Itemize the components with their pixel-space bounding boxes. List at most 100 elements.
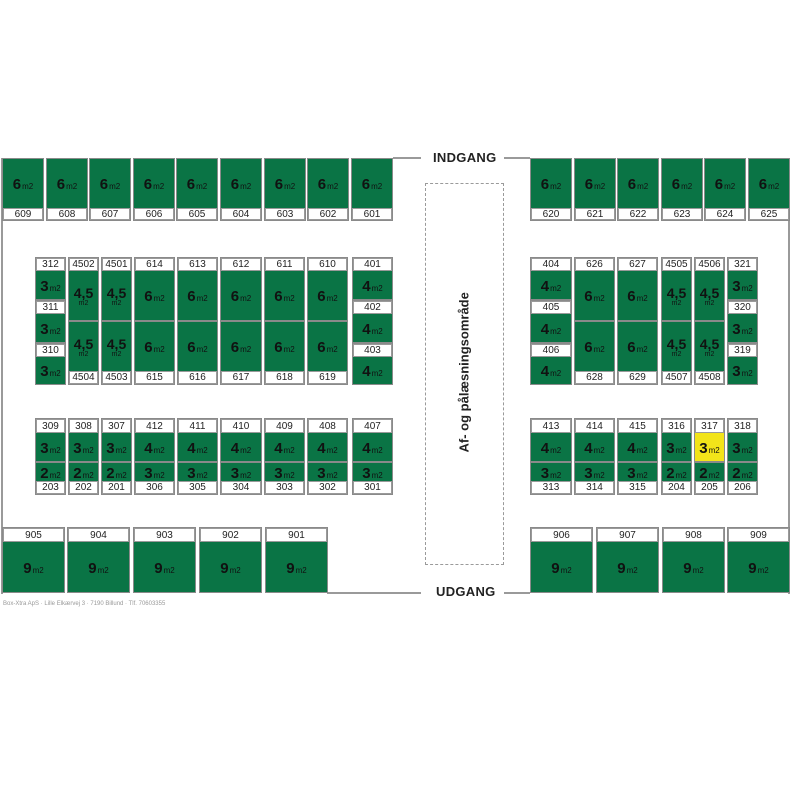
unit-number: 414 (575, 419, 614, 433)
unit-number: 204 (662, 481, 691, 494)
unit-number: 4508 (695, 371, 724, 384)
unit-number: 310 (36, 344, 65, 357)
unit-number: 308 (69, 419, 98, 433)
unit-number: 309 (36, 419, 65, 433)
unit-number: 901 (266, 528, 327, 542)
unit-number: 904 (68, 528, 129, 542)
unit-number: 314 (575, 481, 614, 494)
loading-area-label: Af- og pålæsningsområde (456, 292, 472, 453)
unit-number: 906 (531, 528, 592, 542)
unit-number: 401 (353, 258, 392, 271)
unit-number: 202 (69, 481, 98, 494)
unit-number: 907 (597, 528, 658, 542)
unit-number: 312 (36, 258, 65, 271)
unit-number: 609 (3, 208, 43, 220)
unit-number: 628 (575, 371, 614, 384)
unit-number: 404 (531, 258, 571, 271)
unit-number: 409 (265, 419, 304, 433)
wall-bottom-left (327, 592, 421, 594)
unit-number: 4507 (662, 371, 691, 384)
unit-number: 4503 (102, 371, 131, 384)
unit-number: 305 (178, 481, 217, 494)
unit-number: 616 (178, 371, 217, 384)
wall-left (1, 158, 3, 594)
unit-number: 606 (134, 208, 174, 220)
unit-number: 604 (221, 208, 261, 220)
exit-label: UDGANG (436, 584, 496, 599)
unit-number: 320 (728, 301, 757, 314)
unit-number: 402 (353, 301, 392, 314)
unit-number: 206 (728, 481, 757, 494)
unit-number: 406 (531, 344, 571, 357)
unit-number: 408 (308, 419, 347, 433)
unit-number: 318 (728, 419, 757, 433)
unit-number: 902 (200, 528, 261, 542)
unit-number: 618 (265, 371, 304, 384)
unit-number: 615 (135, 371, 174, 384)
unit-number: 304 (221, 481, 261, 494)
unit-number: 905 (3, 528, 64, 542)
unit-number: 629 (618, 371, 657, 384)
unit-number: 614 (135, 258, 174, 271)
unit-number: 302 (308, 481, 347, 494)
unit-number: 411 (178, 419, 217, 433)
unit-number: 4501 (102, 258, 131, 271)
wall-bottom-right (504, 592, 530, 594)
unit-number: 603 (265, 208, 305, 220)
unit-number: 410 (221, 419, 261, 433)
unit-number: 610 (308, 258, 347, 271)
unit-number: 908 (663, 528, 724, 542)
unit-number: 620 (531, 208, 571, 220)
unit-number: 413 (531, 419, 571, 433)
